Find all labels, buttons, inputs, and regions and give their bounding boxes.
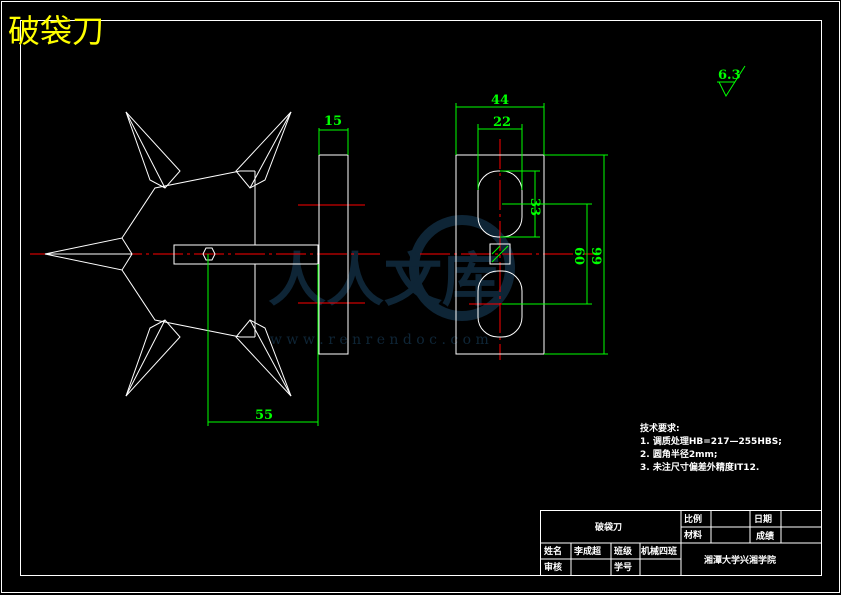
part-name: 破袋刀 xyxy=(595,521,622,533)
drawing-title: 破袋刀 xyxy=(8,12,104,50)
dimension-55: 55 xyxy=(255,408,273,423)
cutter-front-view: 55 15 xyxy=(30,111,380,426)
dimension-22: 22 xyxy=(493,115,511,130)
scale-label: 比例 xyxy=(684,513,702,525)
inner-frame xyxy=(20,20,822,576)
watermark: 人人文库 w w w . r e n r e n d o c . c o m xyxy=(268,215,515,348)
surface-roughness-symbol: 6.3 xyxy=(717,65,746,98)
tech-req-item: 3. 未注尺寸偏差外精度IT12. xyxy=(640,461,759,473)
student-id-label: 学号 xyxy=(614,561,632,573)
grade-label: 成绩 xyxy=(756,530,774,542)
class-label: 班级 xyxy=(614,545,633,557)
watermark-url: w w w . r e n r e n d o c . c o m xyxy=(270,332,489,348)
title-block: 破袋刀 比例 日期 材料 成绩 姓名 李成超 班级 机械四班 审核 学号 湘潭大… xyxy=(540,510,822,576)
material-label: 材料 xyxy=(683,529,702,541)
cutter-side-view: 44 22 33 60 99 xyxy=(420,93,608,360)
dimension-60: 60 xyxy=(571,247,586,265)
roughness-value: 6.3 xyxy=(718,68,741,83)
dimension-44: 44 xyxy=(491,93,509,108)
name-label: 姓名 xyxy=(543,545,562,557)
tech-req-item: 1. 调质处理HB=217—255HBS; xyxy=(640,435,782,447)
dimension-99: 99 xyxy=(588,247,603,265)
dimension-33: 33 xyxy=(527,198,542,216)
dimension-15: 15 xyxy=(324,114,342,129)
school-name: 湘潭大学兴湘学院 xyxy=(704,554,776,566)
tech-req-item: 2. 圆角半径2mm; xyxy=(640,448,717,460)
tech-req-heading: 技术要求: xyxy=(640,422,680,434)
name-value: 李成超 xyxy=(573,545,602,557)
class-value: 机械四班 xyxy=(641,545,677,557)
technical-requirements: 技术要求: 1. 调质处理HB=217—255HBS; 2. 圆角半径2mm; … xyxy=(640,422,782,473)
date-label: 日期 xyxy=(754,513,772,525)
reviewer-label: 审核 xyxy=(544,561,562,573)
watermark-logo-text: 人人文库 xyxy=(268,246,500,314)
